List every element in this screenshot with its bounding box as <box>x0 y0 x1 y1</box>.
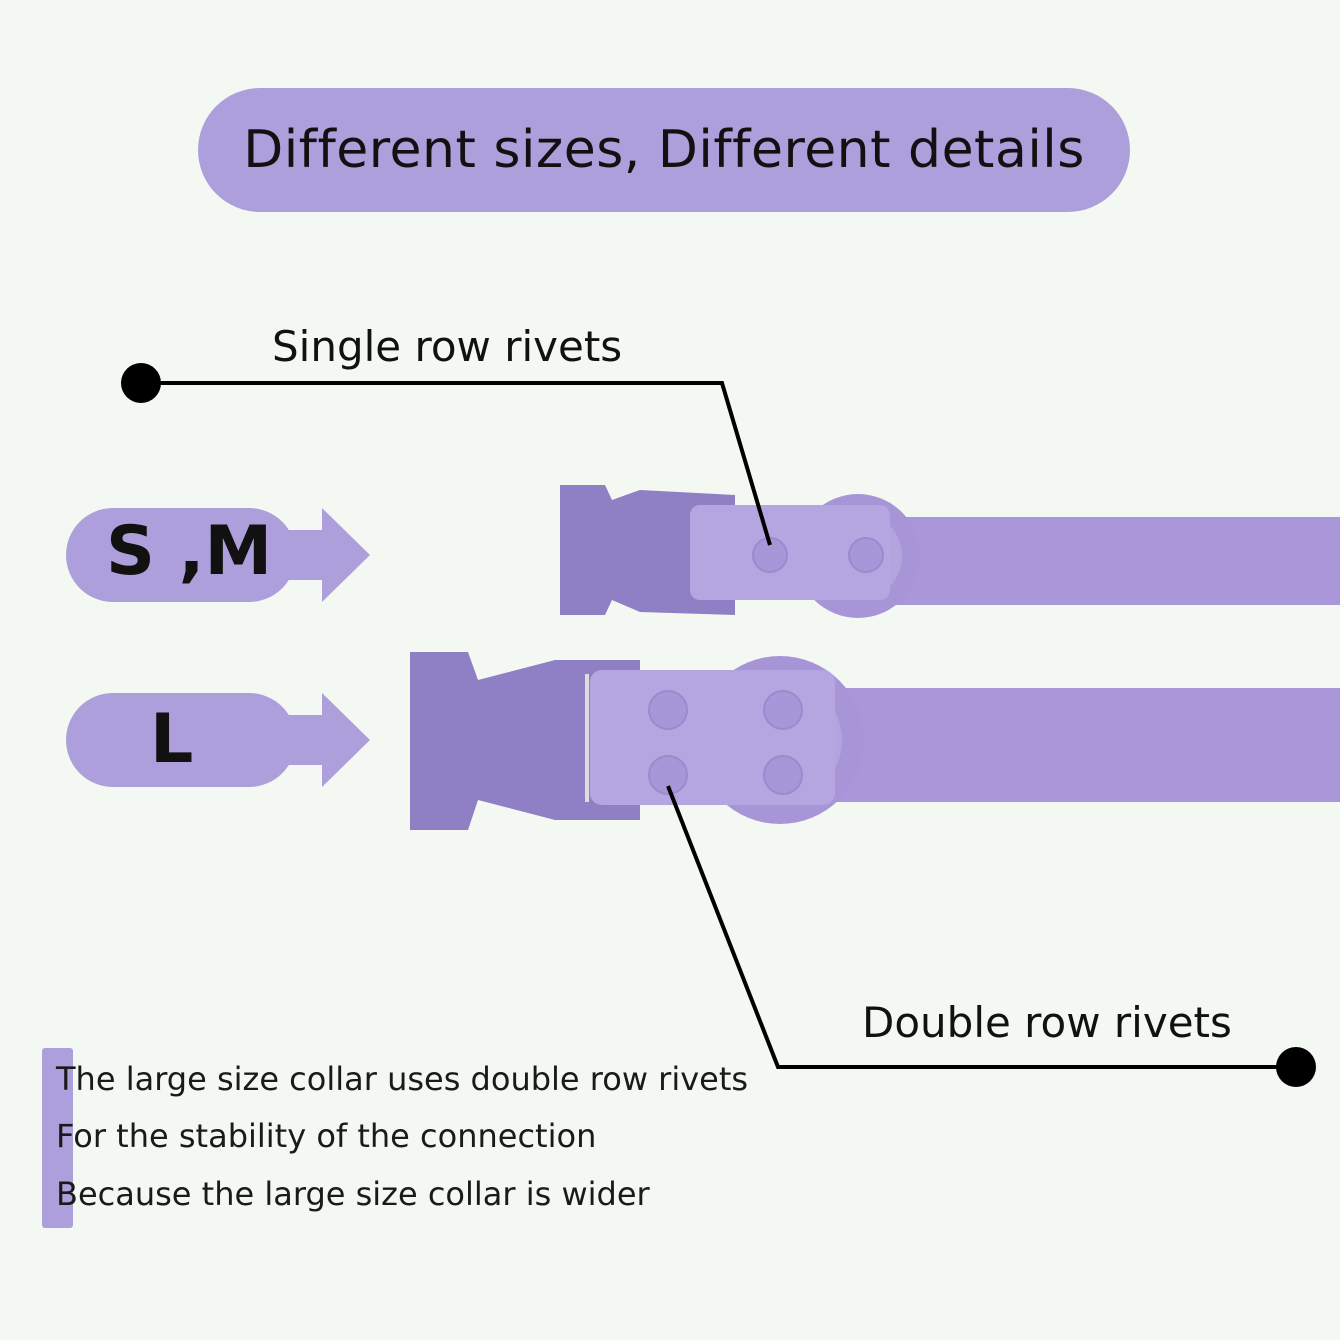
metal-bar <box>585 674 589 802</box>
page-title: Different sizes, Different details <box>243 120 1085 180</box>
strap-small <box>880 517 1340 605</box>
rivet <box>763 690 803 730</box>
note-line: Because the large size collar is wider <box>56 1175 650 1213</box>
note-line: For the stability of the connection <box>56 1117 597 1155</box>
strap-large <box>820 688 1340 802</box>
collar-small-medium <box>560 485 1340 618</box>
size-label-small-medium: S ,M <box>106 512 273 591</box>
size-tag-small-medium <box>66 508 370 602</box>
note-accent-bar <box>42 1048 73 1228</box>
callout-double <box>666 785 1316 1087</box>
note-line: The large size collar uses double row ri… <box>56 1060 749 1098</box>
single-row-rivets-label: Single row rivets <box>272 322 623 371</box>
rivet <box>648 690 688 730</box>
callout-single <box>121 363 772 546</box>
rivet <box>648 755 688 795</box>
size-tag-large <box>66 693 370 787</box>
rivet <box>763 755 803 795</box>
buckle-large <box>410 652 640 830</box>
title-banner: Different sizes, Different details <box>198 88 1130 212</box>
double-row-rivets-label: Double row rivets <box>862 998 1232 1047</box>
size-label-large: L <box>150 700 194 779</box>
collar-large <box>410 652 1340 830</box>
rivet <box>848 537 884 573</box>
